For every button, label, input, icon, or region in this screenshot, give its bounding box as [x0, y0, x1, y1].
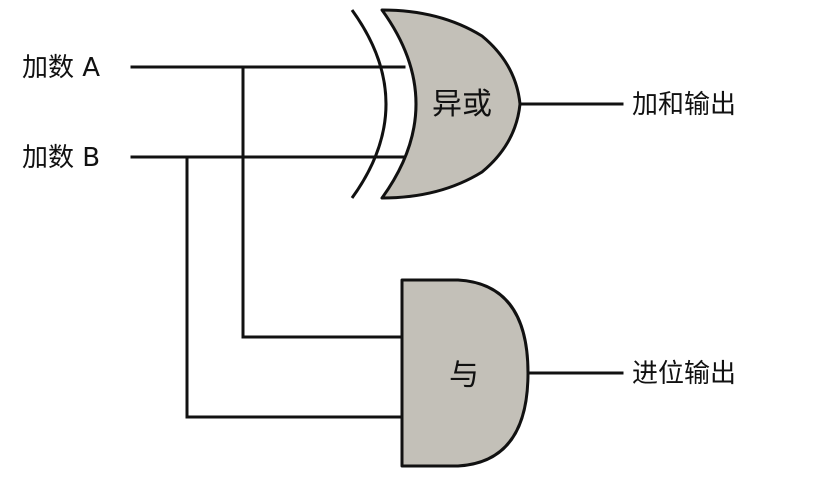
xor-gate-label: 异或 — [432, 87, 492, 122]
sum-output-label: 加和输出 — [632, 90, 736, 120]
wire-b-to-and — [185, 155, 404, 419]
and-gate-label: 与 — [449, 358, 479, 393]
xor-gate: 异或 — [350, 8, 522, 200]
xor-gate-back-curve — [350, 9, 388, 199]
carry-output-label: 进位输出 — [632, 359, 736, 389]
input-b-label: 加数 B — [22, 143, 100, 173]
and-gate-body — [400, 278, 530, 468]
wire-a-to-and — [241, 65, 404, 339]
xor-gate-body — [380, 8, 522, 200]
and-gate: 与 — [400, 278, 530, 468]
wires — [130, 65, 624, 419]
input-a-label: 加数 A — [22, 53, 100, 83]
